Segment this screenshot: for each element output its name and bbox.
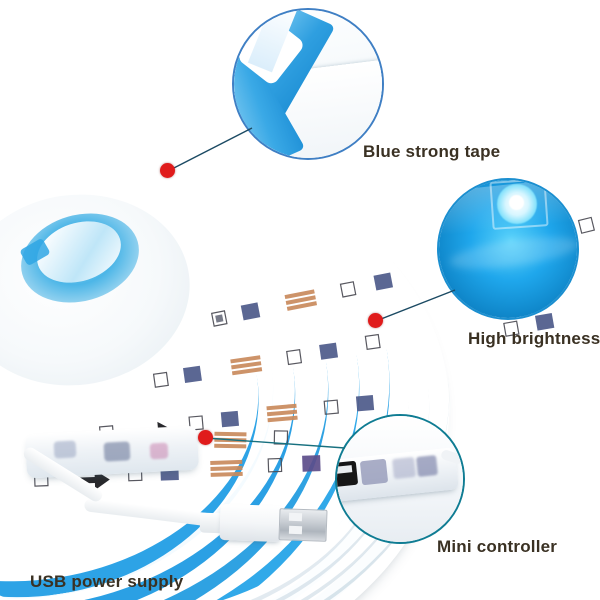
label-high-brightness: High brightness — [468, 329, 600, 348]
tape-callout — [232, 8, 384, 160]
usb-connector-body — [219, 503, 283, 543]
controller-callout — [335, 414, 465, 544]
label-blue-strong-tape: Blue strong tape — [363, 142, 501, 161]
marker-dot-tape — [160, 163, 175, 178]
brightness-callout — [437, 178, 579, 320]
usb-contact-pad — [288, 525, 303, 535]
usb-contact-pad — [288, 512, 303, 522]
controller-button-2 — [103, 441, 131, 462]
marker-dot-brightness — [368, 313, 383, 328]
label-usb-power-supply: USB power supply — [30, 572, 184, 591]
marker-dot-controller — [198, 430, 213, 445]
controller-button-3 — [149, 442, 169, 460]
label-mini-controller: Mini controller — [437, 537, 558, 556]
controller-button-1 — [53, 440, 77, 459]
usb-connector-metal-shell — [278, 508, 328, 542]
